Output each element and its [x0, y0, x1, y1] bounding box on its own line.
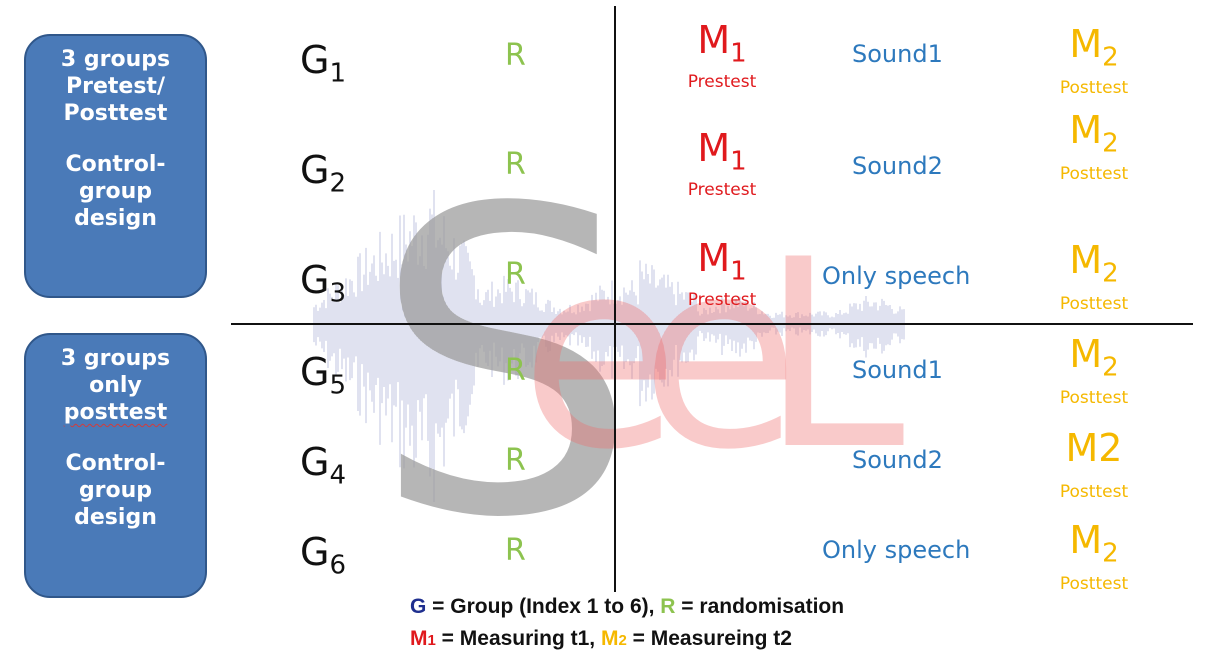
randomisation-r1: R [505, 38, 526, 73]
box-top-line-6: design [74, 206, 157, 231]
posttest-m2-row6: M2 Posttest [1059, 518, 1129, 594]
posttest-m2-row4: M2 Posttest [1059, 332, 1129, 408]
group-label-g4: G4 [300, 440, 346, 491]
box-bottom-line-3: posttest [63, 400, 168, 425]
watermark-letter-l: L [760, 205, 906, 507]
box-bottom-line-5: group [78, 478, 153, 503]
group-label-g3: G3 [300, 258, 346, 309]
box-top-line-1: 3 groups [60, 47, 171, 72]
treatment-row4: Sound1 [852, 356, 943, 384]
treatment-row3: Only speech [822, 262, 971, 290]
treatment-row1: Sound1 [852, 40, 943, 68]
randomisation-r4: R [505, 353, 526, 388]
box-bottom-line-2: only [89, 373, 142, 398]
pretest-m1-row2: M1 Prestest [687, 126, 757, 200]
box-bottom-line-6: design [74, 505, 157, 530]
group-label-g5: G5 [300, 350, 346, 401]
box-bottom-line-4: Control- [65, 451, 166, 476]
treatment-row6: Only speech [822, 536, 971, 564]
legend-line-1: G = Group (Index 1 to 6), R = randomisat… [410, 595, 845, 618]
posttest-m2-row1: M2 Posttest [1059, 22, 1129, 98]
watermark-letter-e2: e [640, 205, 800, 507]
treatment-row5: Sound2 [852, 446, 943, 474]
treatment-row2: Sound2 [852, 152, 943, 180]
waveform-graphic [313, 190, 905, 502]
randomisation-r6: R [505, 533, 526, 568]
posttest-m2-row2: M2 Posttest [1059, 108, 1129, 184]
posttest-m2-row3: M2 Posttest [1059, 238, 1129, 314]
box-top-line-3: Posttest [63, 101, 168, 126]
pretest-m1-row1: M1 Prestest [687, 18, 757, 92]
watermark-letter-e1: e [520, 205, 680, 507]
horizontal-divider [231, 323, 1193, 325]
box-top-line-4: Control- [65, 152, 166, 177]
group-label-g2: G2 [300, 148, 346, 199]
randomisation-r2: R [505, 147, 526, 182]
pretest-m1-row3: M1 Prestest [687, 236, 757, 310]
randomisation-r5: R [505, 443, 526, 478]
box-posttest-only-design: 3 groups only posttest Control- group de… [24, 333, 207, 598]
box-top-line-5: group [78, 179, 153, 204]
watermark-letter-s: S [372, 121, 639, 610]
posttest-m2-row5: M2 Posttest [1059, 426, 1129, 502]
legend-line-2: M1 = Measuring t1, M2 = Measureing t2 [410, 627, 792, 650]
randomisation-r3: R [505, 257, 526, 292]
box-pretest-posttest-design: 3 groups Pretest/ Posttest Control- grou… [24, 34, 207, 298]
vertical-divider [614, 6, 616, 592]
group-label-g1: G1 [300, 38, 346, 89]
box-top-line-2: Pretest/ [66, 74, 165, 99]
box-bottom-line-1: 3 groups [60, 346, 171, 371]
group-label-g6: G6 [300, 530, 346, 581]
